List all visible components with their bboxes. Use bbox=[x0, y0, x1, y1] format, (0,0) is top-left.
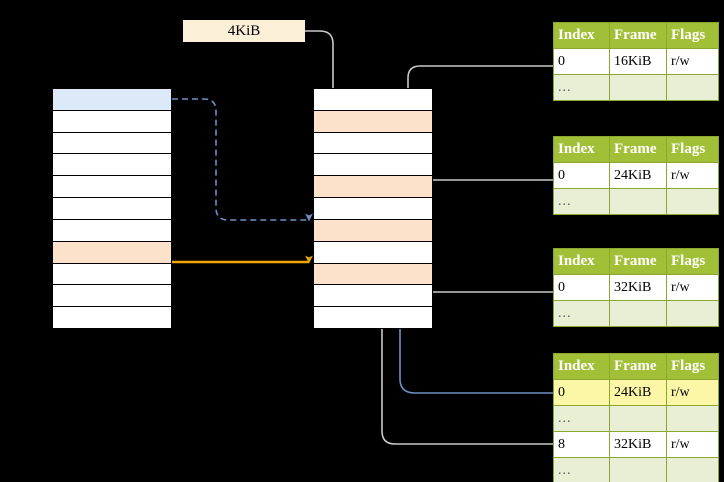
column-header-flags: Flags bbox=[666, 136, 719, 163]
cell-frame: 24KiB bbox=[609, 162, 667, 189]
physical-cell-row-3 bbox=[313, 153, 433, 177]
wire-table3-to-physical bbox=[413, 264, 553, 293]
virtual-cell-row-6 bbox=[52, 218, 172, 242]
column-header-frame: Frame bbox=[609, 248, 667, 275]
table-row: ... bbox=[553, 405, 719, 432]
virtual-cell-row-2 bbox=[52, 131, 172, 155]
virtual-cell-row-0 bbox=[52, 88, 172, 111]
cell-frame: 32KiB bbox=[609, 431, 667, 458]
physical-cell-row-6 bbox=[313, 218, 433, 242]
cell-ellipsis bbox=[609, 405, 667, 432]
cell-index: 8 bbox=[553, 431, 610, 458]
cell-flags: r/w bbox=[666, 162, 719, 189]
column-header-index: Index bbox=[553, 248, 610, 275]
cell-ellipsis: ... bbox=[553, 74, 610, 101]
cell-ellipsis bbox=[609, 300, 667, 327]
cell-ellipsis bbox=[666, 300, 719, 327]
wire-size-label-to-frame bbox=[305, 30, 340, 117]
column-header-index: Index bbox=[553, 136, 610, 163]
cell-ellipsis: ... bbox=[553, 457, 610, 482]
cell-frame: 32KiB bbox=[609, 274, 667, 301]
virtual-cell-row-7 bbox=[52, 240, 172, 264]
virtual-cell-row-8 bbox=[52, 262, 172, 286]
cell-ellipsis: ... bbox=[553, 188, 610, 215]
physical-cell-row-7 bbox=[313, 240, 433, 264]
physical-cell-row-8 bbox=[313, 262, 433, 286]
physical-cell-row-5 bbox=[313, 197, 433, 220]
table-row: ... bbox=[553, 300, 719, 327]
cell-index: 0 bbox=[553, 162, 610, 189]
cell-ellipsis bbox=[609, 74, 667, 101]
column-header-flags: Flags bbox=[666, 248, 719, 275]
column-header-index: Index bbox=[553, 353, 610, 380]
wire-table4-row8-to-physical bbox=[375, 264, 553, 445]
column-header-flags: Flags bbox=[666, 22, 719, 49]
virtual-cell-row-5 bbox=[52, 197, 172, 220]
cell-frame: 16KiB bbox=[609, 48, 667, 75]
cell-ellipsis bbox=[666, 405, 719, 432]
cell-index: 0 bbox=[553, 379, 610, 406]
wire-virtual-blue-to-physical bbox=[172, 98, 313, 222]
table-row: ... bbox=[553, 457, 719, 482]
virtual-address-space-column bbox=[52, 88, 172, 329]
virtual-cell-row-3 bbox=[52, 153, 172, 177]
cell-ellipsis bbox=[666, 74, 719, 101]
virtual-cell-row-9 bbox=[52, 284, 172, 308]
wire-table4-row0-to-physical bbox=[393, 218, 553, 394]
physical-memory-column bbox=[313, 88, 433, 329]
virtual-cell-row-10 bbox=[52, 306, 172, 329]
column-header-index: Index bbox=[553, 22, 610, 49]
cell-ellipsis bbox=[609, 188, 667, 215]
physical-cell-row-4 bbox=[313, 175, 433, 199]
table-row: ... bbox=[553, 188, 719, 215]
virtual-cell-row-4 bbox=[52, 175, 172, 199]
cell-flags: r/w bbox=[666, 48, 719, 75]
virtual-cell-row-1 bbox=[52, 109, 172, 133]
cell-ellipsis: ... bbox=[553, 405, 610, 432]
cell-flags: r/w bbox=[666, 431, 719, 458]
table-row: ... bbox=[553, 74, 719, 101]
column-header-flags: Flags bbox=[666, 353, 719, 380]
wire-table2-to-physical bbox=[416, 179, 553, 226]
cell-index: 0 bbox=[553, 48, 610, 75]
cell-ellipsis bbox=[609, 457, 667, 482]
wire-table1-to-physical bbox=[406, 65, 553, 183]
cell-frame: 24KiB bbox=[609, 379, 667, 406]
cell-ellipsis: ... bbox=[553, 300, 610, 327]
column-header-frame: Frame bbox=[609, 22, 667, 49]
cell-index: 0 bbox=[553, 274, 610, 301]
physical-cell-row-9 bbox=[313, 284, 433, 308]
cell-ellipsis bbox=[666, 188, 719, 215]
physical-cell-row-10 bbox=[313, 306, 433, 329]
cell-ellipsis bbox=[666, 457, 719, 482]
column-header-frame: Frame bbox=[609, 136, 667, 163]
physical-cell-row-2 bbox=[313, 131, 433, 155]
column-header-frame: Frame bbox=[609, 353, 667, 380]
cell-flags: r/w bbox=[666, 379, 719, 406]
physical-cell-row-1 bbox=[313, 109, 433, 133]
physical-cell-row-0 bbox=[313, 88, 433, 111]
cell-flags: r/w bbox=[666, 274, 719, 301]
size-label-4kib: 4KiB bbox=[183, 20, 305, 42]
